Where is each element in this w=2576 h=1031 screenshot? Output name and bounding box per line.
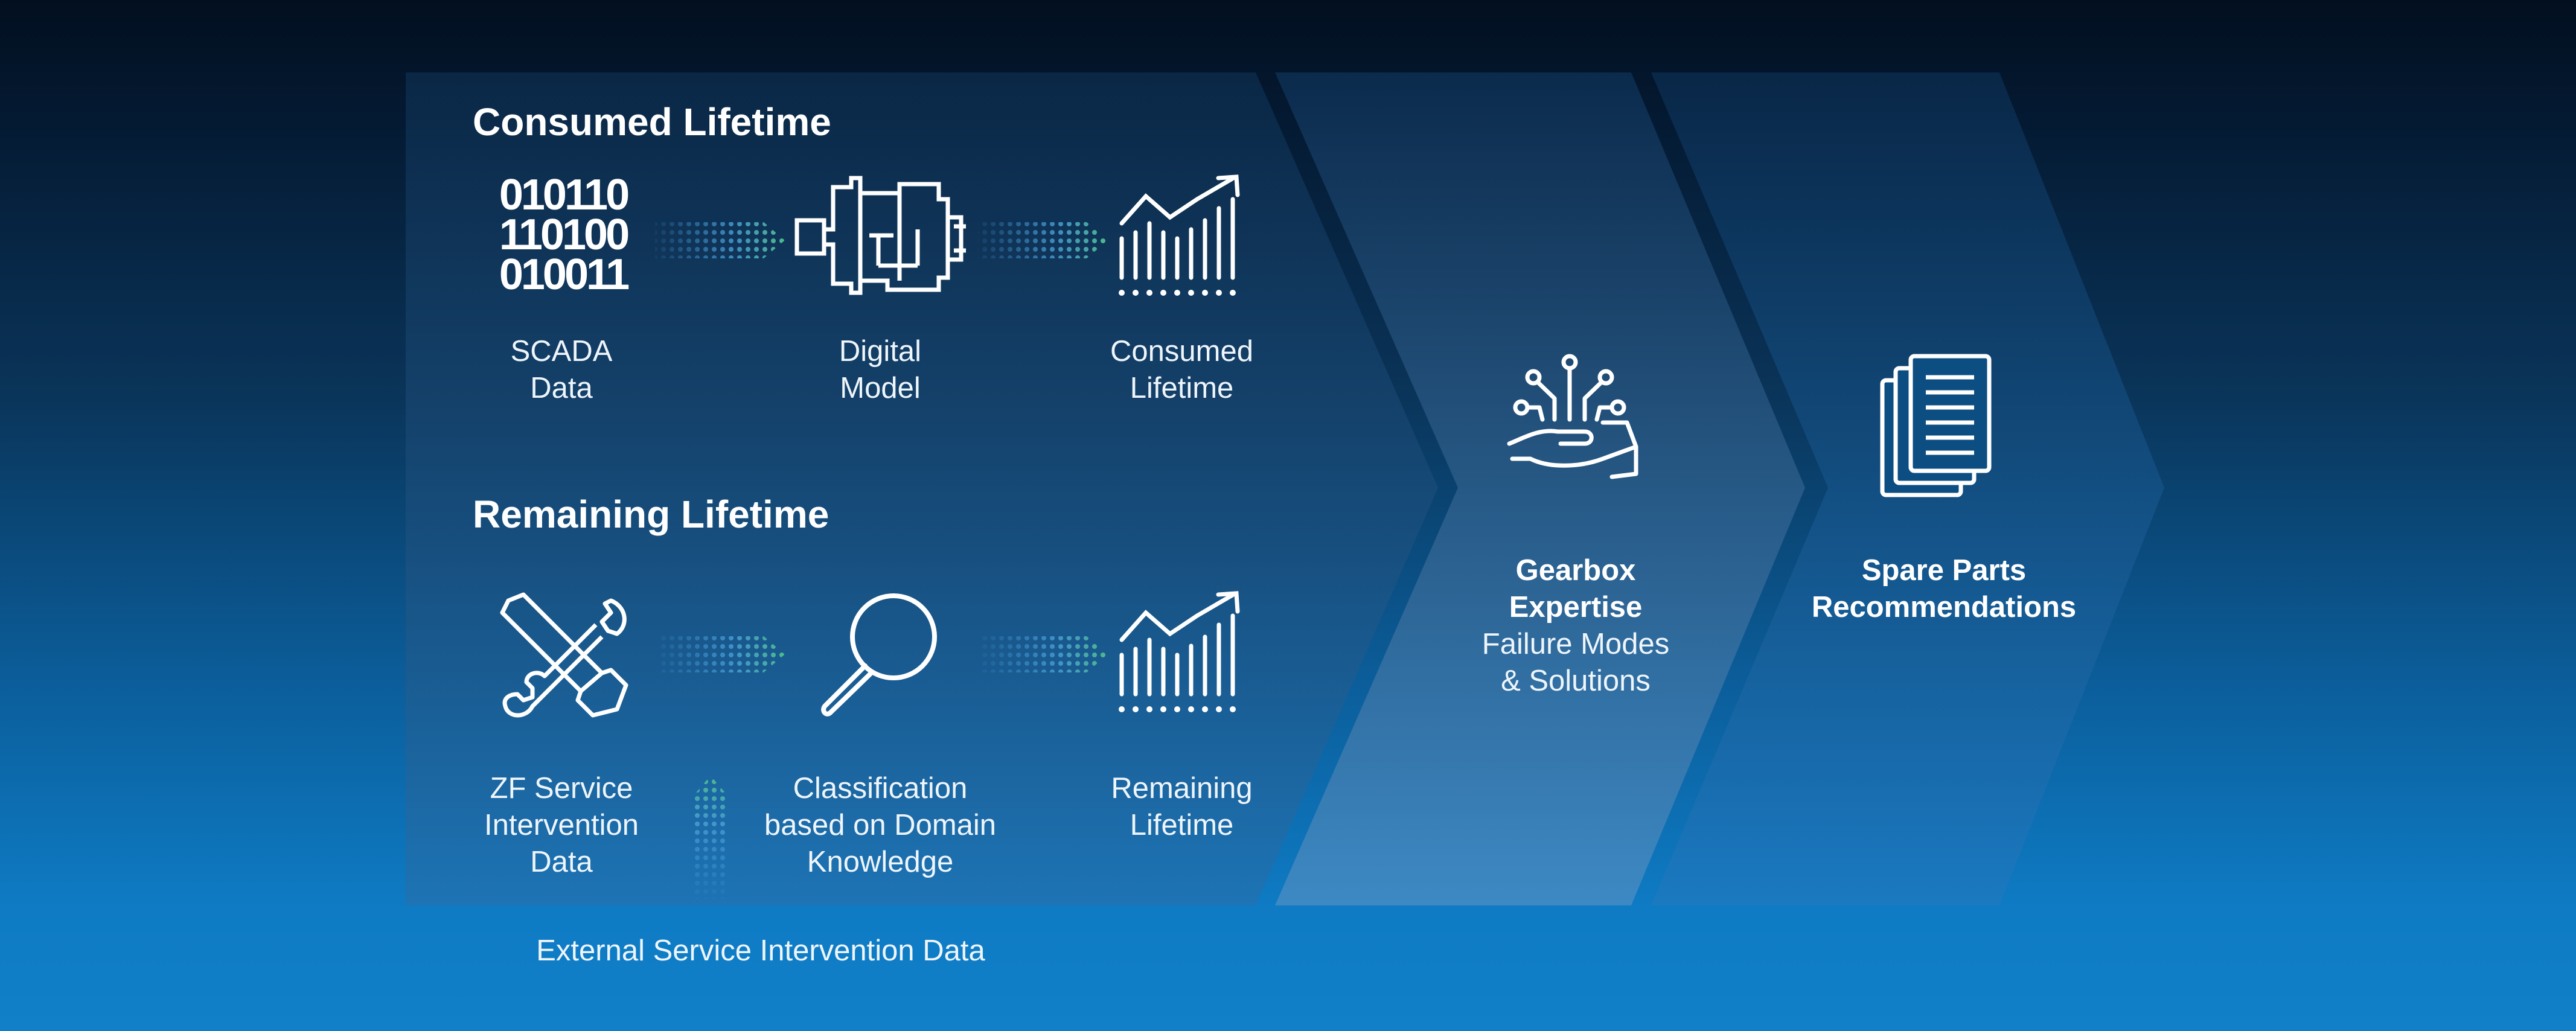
spare-parts-label: Spare Parts Recommendations bbox=[1787, 552, 2101, 626]
label-line: Classification bbox=[793, 772, 968, 805]
label-line: Remaining bbox=[1111, 772, 1253, 805]
label-line: & Solutions bbox=[1501, 665, 1651, 697]
label-line: Failure Modes bbox=[1481, 628, 1670, 660]
binary-data-icon: 010110 110100 010011 bbox=[499, 172, 631, 293]
label-line: Digital bbox=[839, 335, 922, 368]
label-line: Data bbox=[530, 372, 593, 404]
label-line: based on Domain bbox=[764, 809, 997, 841]
label-line: Consumed bbox=[1110, 335, 1253, 368]
digital-model-label: Digital Model bbox=[820, 333, 941, 407]
documents-icon bbox=[1880, 354, 1992, 497]
label-line: Expertise bbox=[1509, 591, 1643, 624]
label-line: ZF Service bbox=[490, 772, 633, 805]
label-line: Gearbox bbox=[1515, 554, 1636, 587]
panel-consumed-remaining bbox=[406, 72, 1438, 905]
arrow-classification-to-remaining bbox=[981, 636, 1108, 672]
hand-circuit-icon bbox=[1507, 354, 1638, 479]
binary-row: 110100 bbox=[499, 211, 628, 259]
external-service-data-label: External Service Intervention Data bbox=[536, 934, 985, 967]
zf-service-intervention-label: ZF Service Intervention Data bbox=[471, 770, 652, 881]
label-line: Spare Parts bbox=[1861, 554, 2027, 587]
arrow-external-data-up bbox=[692, 776, 729, 899]
remaining-lifetime-heading: Remaining Lifetime bbox=[473, 493, 829, 536]
label-line: Model bbox=[840, 372, 921, 404]
scada-data-label: SCADA Data bbox=[501, 333, 622, 407]
consumed-lifetime-label: Consumed Lifetime bbox=[1099, 333, 1265, 407]
label-line: Lifetime bbox=[1130, 809, 1234, 841]
arrow-service-to-classification bbox=[658, 636, 785, 672]
binary-row: 010011 bbox=[499, 251, 629, 293]
label-line: Data bbox=[530, 846, 593, 878]
consumed-lifetime-heading: Consumed Lifetime bbox=[473, 100, 831, 144]
label-line: Knowledge bbox=[807, 846, 954, 878]
wrench-screwdriver-icon bbox=[500, 592, 628, 718]
label-line: Recommendations bbox=[1811, 591, 2077, 624]
binary-row: 010110 bbox=[499, 172, 628, 219]
arrow-scada-to-model bbox=[655, 222, 785, 258]
panel-gearbox-expertise bbox=[1275, 72, 1805, 905]
rising-chart-icon bbox=[1119, 174, 1240, 296]
gearbox-model-icon bbox=[794, 176, 966, 295]
classification-label: Classification based on Domain Knowledge bbox=[753, 770, 1007, 881]
gearbox-expertise-label: Gearbox Expertise Failure Modes & Soluti… bbox=[1449, 552, 1702, 700]
arrow-model-to-consumed bbox=[978, 222, 1108, 258]
label-line: Lifetime bbox=[1130, 372, 1234, 404]
label-line: SCADA bbox=[510, 335, 613, 368]
remaining-lifetime-label: Remaining Lifetime bbox=[1099, 770, 1265, 844]
magnifier-icon bbox=[821, 593, 937, 717]
label-line: Intervention bbox=[484, 809, 639, 841]
rising-chart-icon bbox=[1119, 591, 1240, 712]
